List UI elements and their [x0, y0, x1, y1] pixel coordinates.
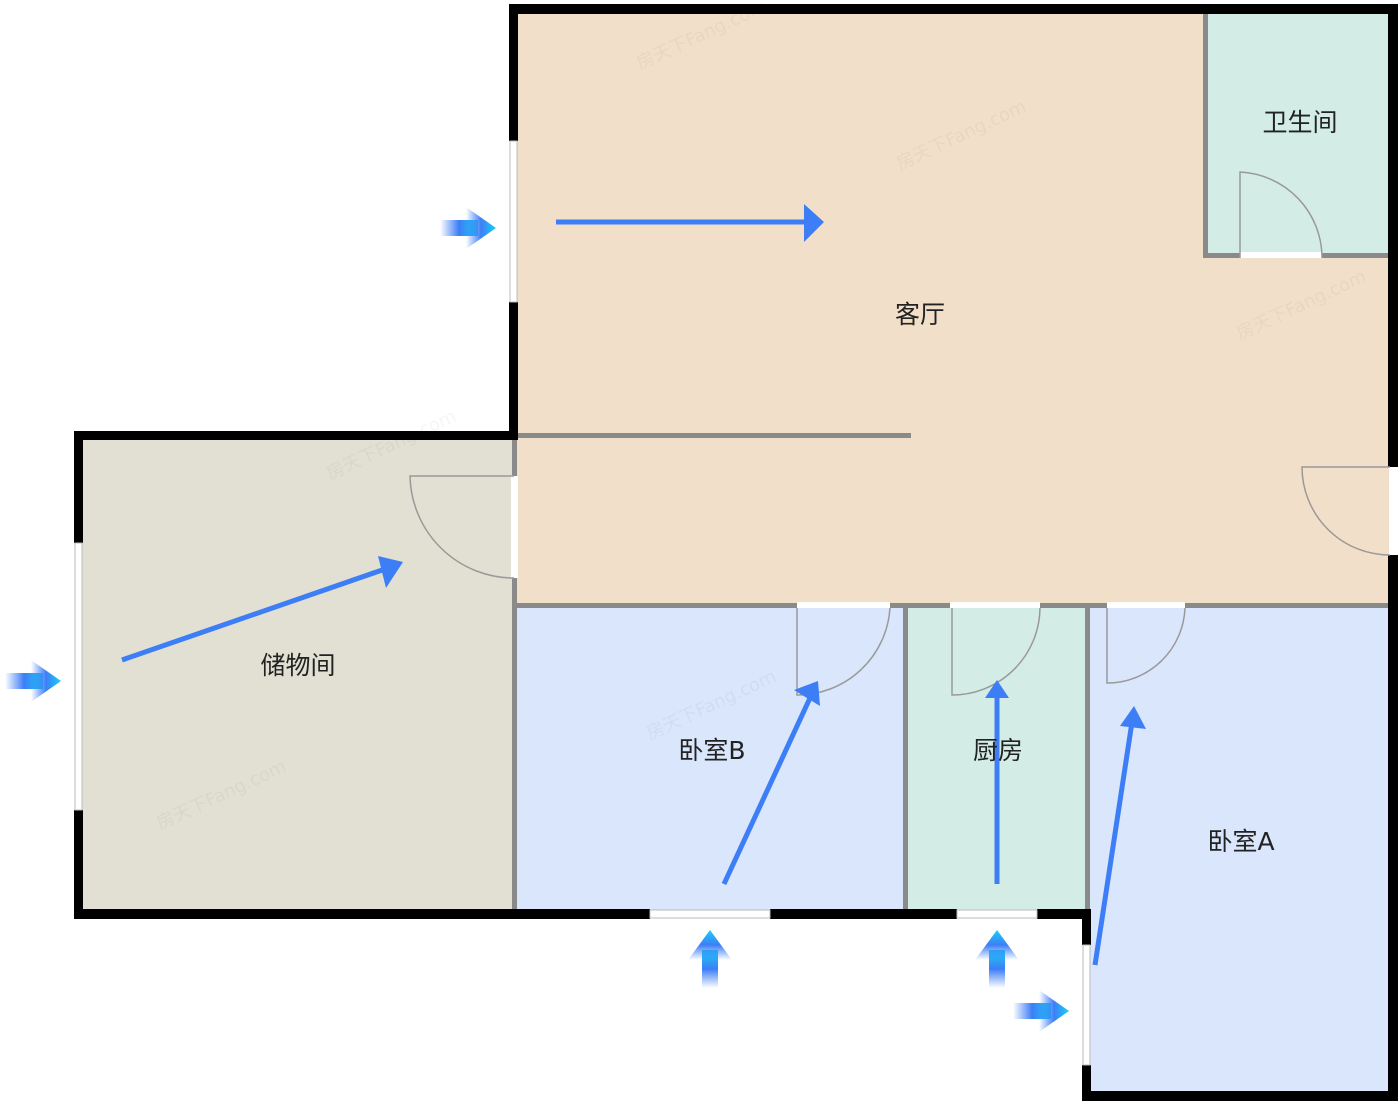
- arrow-icon: [556, 204, 824, 242]
- window: [509, 140, 518, 303]
- outer-walls: [74, 4, 1398, 1101]
- room-label-bedroom-b: 卧室B: [678, 736, 745, 765]
- entry-arrows: [5, 207, 1069, 1032]
- room-label-kitchen: 厨房: [973, 736, 1023, 765]
- door-opening: [1240, 252, 1322, 258]
- room-storage: [79, 436, 514, 914]
- windows: [74, 140, 1397, 1066]
- window: [74, 542, 83, 811]
- entry-arrow-icon: [5, 660, 61, 702]
- door-storage: [409, 475, 515, 579]
- room-bedroom-a: [1087, 606, 1392, 1096]
- arrow-icon: [985, 680, 1009, 884]
- door-living-east: [1301, 466, 1391, 556]
- room-label-bedroom-a: 卧室A: [1207, 827, 1274, 856]
- room-bathroom: [1206, 13, 1390, 256]
- room-label-storage: 储物间: [260, 651, 335, 680]
- entry-arrow-icon: [975, 930, 1019, 988]
- entry-arrow-icon: [440, 207, 496, 249]
- flow-arrows: [121, 204, 1146, 966]
- door-opening: [797, 602, 890, 608]
- arrow-icon: [721, 681, 820, 886]
- door-opening: [950, 602, 1040, 608]
- door-bedroom-a: [1106, 607, 1186, 684]
- entry-arrow-icon: [1013, 990, 1069, 1032]
- room-bedroom-b: [514, 606, 906, 914]
- door-opening: [511, 476, 518, 578]
- door-opening: [1389, 467, 1397, 555]
- entry-arrow-icon: [688, 930, 732, 988]
- window: [649, 909, 771, 919]
- window: [956, 909, 1038, 919]
- room-label-bathroom: 卫生间: [1262, 108, 1337, 137]
- window: [1082, 944, 1091, 1066]
- door-opening: [1107, 602, 1185, 608]
- room-label-living: 客厅: [895, 300, 945, 329]
- door-kitchen: [951, 607, 1041, 696]
- door-bathroom: [1239, 171, 1323, 259]
- arrow-icon: [1092, 706, 1146, 966]
- arrow-icon: [121, 556, 403, 663]
- interior-walls: [512, 13, 1392, 913]
